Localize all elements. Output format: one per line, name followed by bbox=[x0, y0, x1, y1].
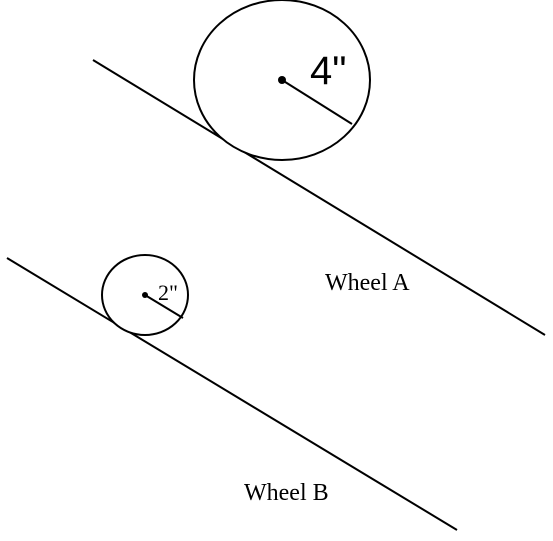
wheel-a-radius-label: 4" bbox=[310, 49, 346, 93]
wheel-a: 4" bbox=[193, 0, 371, 161]
wheel-b-radius-line bbox=[144, 294, 184, 319]
wheel-a-label: Wheel A bbox=[325, 270, 410, 296]
incline-b bbox=[6, 257, 458, 531]
wheel-b-label: Wheel B bbox=[244, 480, 329, 506]
wheel-a-center-dot bbox=[278, 76, 286, 84]
incline-a bbox=[92, 59, 546, 336]
wheel-b-center-dot bbox=[142, 292, 148, 298]
wheel-b: 2" bbox=[101, 254, 189, 336]
wheel-a-radius-line bbox=[281, 79, 353, 125]
wheel-b-radius-label: 2" bbox=[158, 280, 178, 305]
